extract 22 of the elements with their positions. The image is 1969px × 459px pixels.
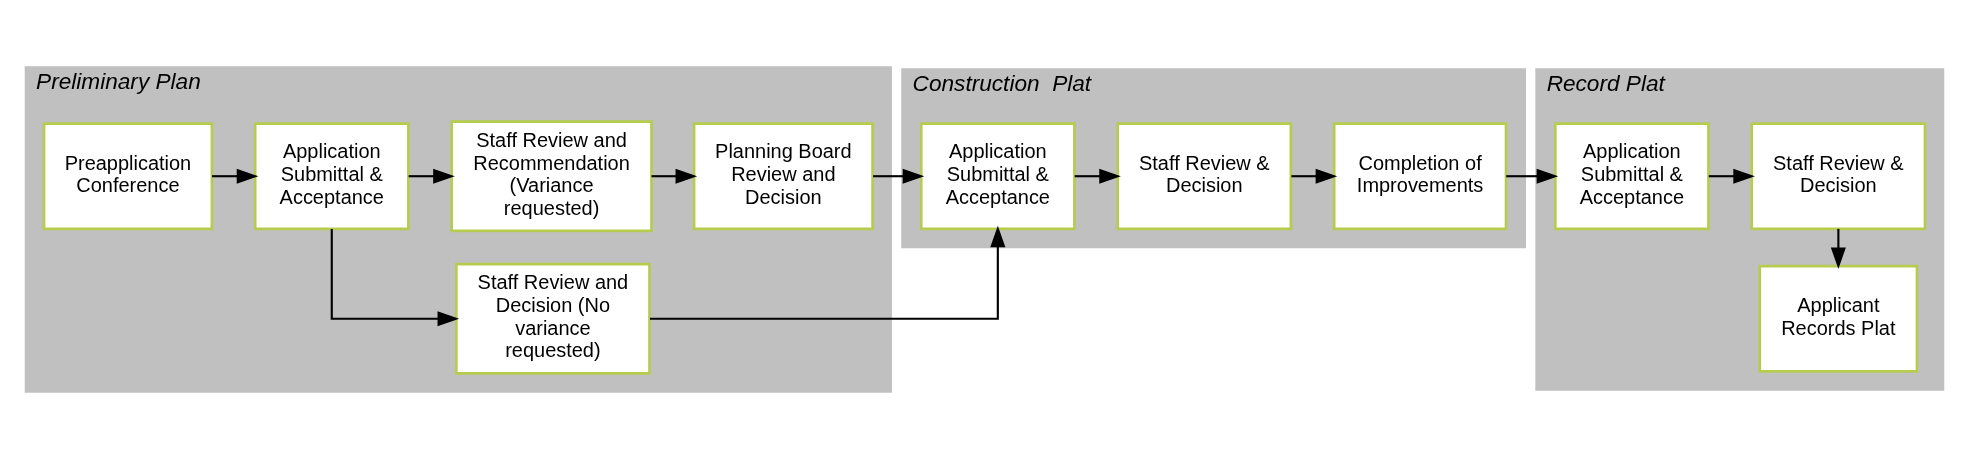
arrow xyxy=(212,168,259,184)
arrow xyxy=(1291,168,1338,184)
node-box: Planning Board Review and Decision xyxy=(692,122,874,231)
node-box: Preapplication Conference xyxy=(42,122,214,231)
arrow xyxy=(408,168,455,184)
node-box: Application Submittal & Acceptance xyxy=(253,122,410,231)
node-box: Completion of Improvements xyxy=(1332,122,1508,231)
arrow xyxy=(651,168,698,184)
node-box: Staff Review and Decision (No variance requested) xyxy=(455,262,651,375)
arrow xyxy=(330,228,460,327)
node-box: Staff Review & Decision xyxy=(1750,122,1927,231)
node-box: Application Submittal & Acceptance xyxy=(1553,122,1710,231)
arrow xyxy=(1506,168,1559,184)
node-box: Applicant Records Plat xyxy=(1758,264,1919,373)
node-box: Application Submittal & Acceptance xyxy=(919,122,1076,231)
arrow xyxy=(1708,168,1755,184)
arrow xyxy=(873,168,925,184)
arrow xyxy=(650,225,1006,320)
node-box: Staff Review & Decision xyxy=(1116,122,1293,231)
node-box: Staff Review and Recommendation (Variance requested) xyxy=(450,120,653,233)
arrow xyxy=(1830,228,1846,270)
arrow xyxy=(1074,168,1121,184)
